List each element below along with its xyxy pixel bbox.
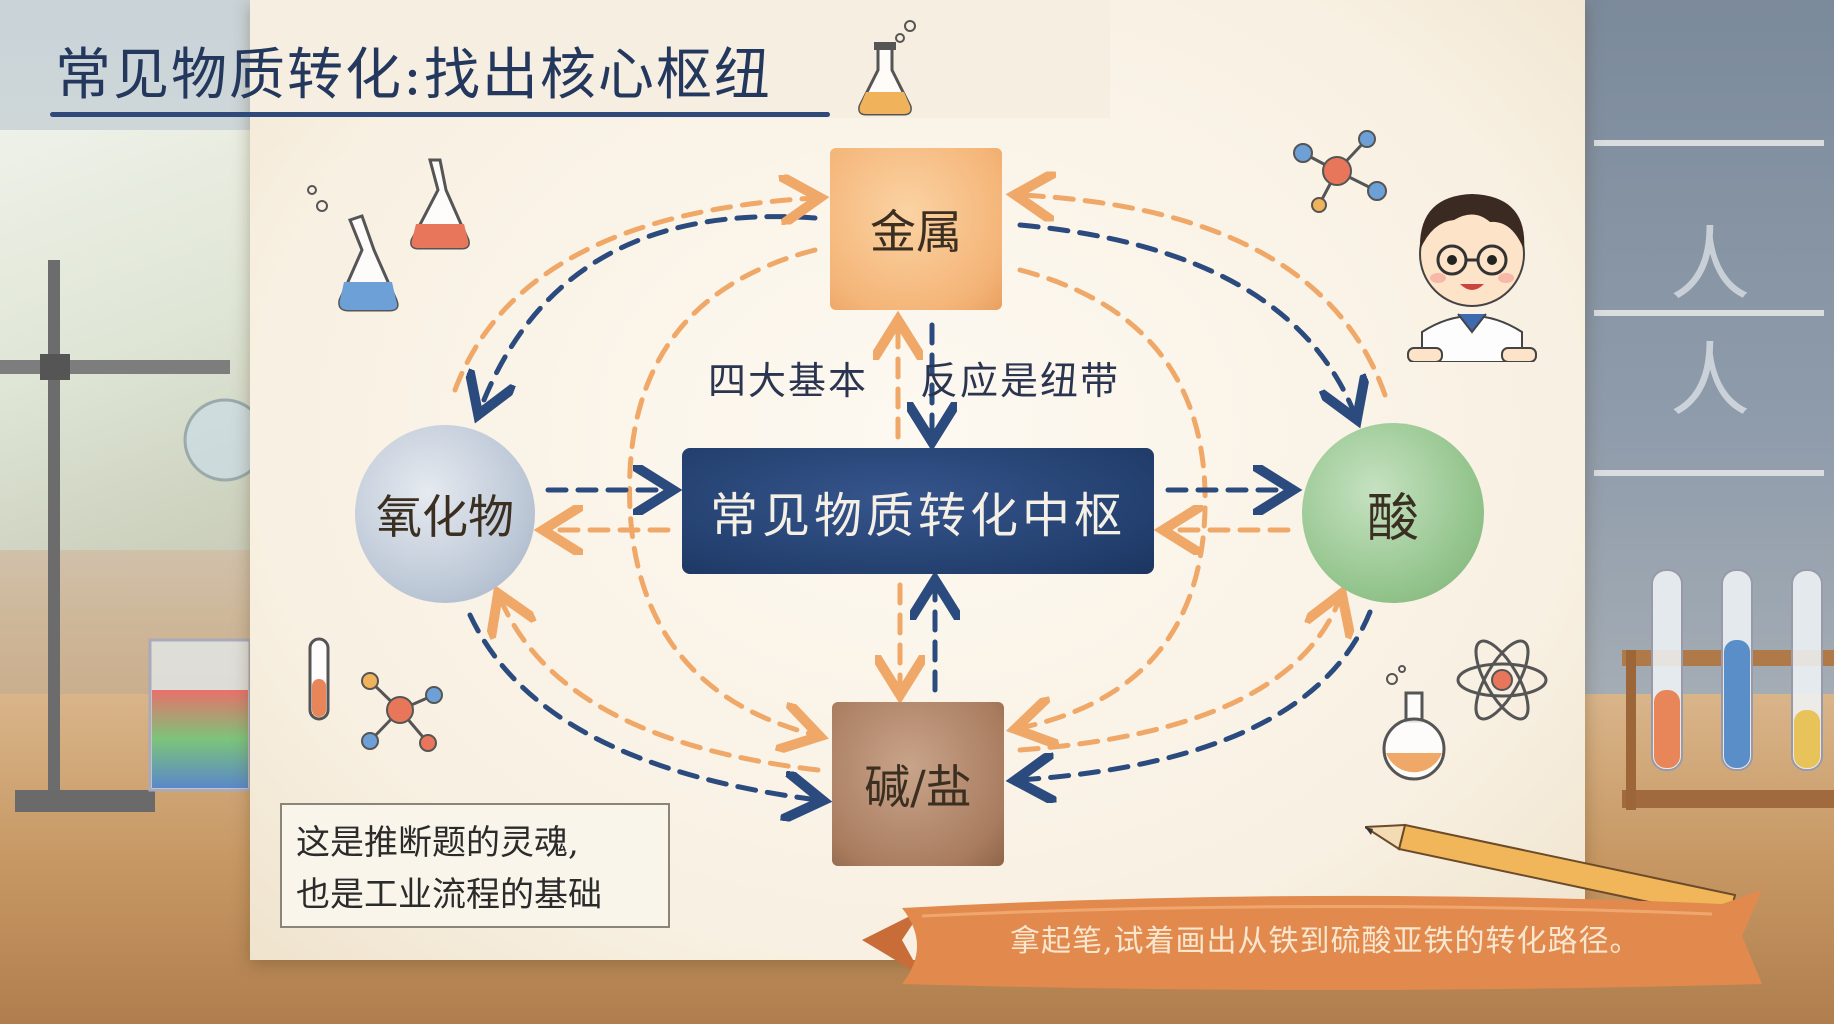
note-line-1: 这是推断题的灵魂, [296,817,654,869]
center-label-left: 四大基本 [708,350,868,405]
atom-icon [1452,630,1552,730]
node-acid: 酸 [1302,423,1484,603]
node-base-salt: 碱/盐 [832,702,1004,866]
molecule-icon [1285,125,1395,215]
student-character-icon [1402,172,1542,362]
hub-node: 常见物质转化中枢 [682,448,1154,574]
flask-icon [1378,665,1448,785]
ribbon-text: 拿起笔,试着画出从铁到硫酸亚铁的转化路径。 [1010,916,1641,960]
flask-icon [300,150,480,320]
node-metal: 金属 [830,148,1002,310]
node-oxide: 氧化物 [355,425,535,603]
note-box: 这是推断题的灵魂, 也是工业流程的基础 [280,803,670,928]
note-line-2: 也是工业流程的基础 [296,869,654,921]
center-label-right: 反应是纽带 [920,350,1120,405]
test-tube-icon [300,635,340,725]
molecule-icon [350,665,450,755]
